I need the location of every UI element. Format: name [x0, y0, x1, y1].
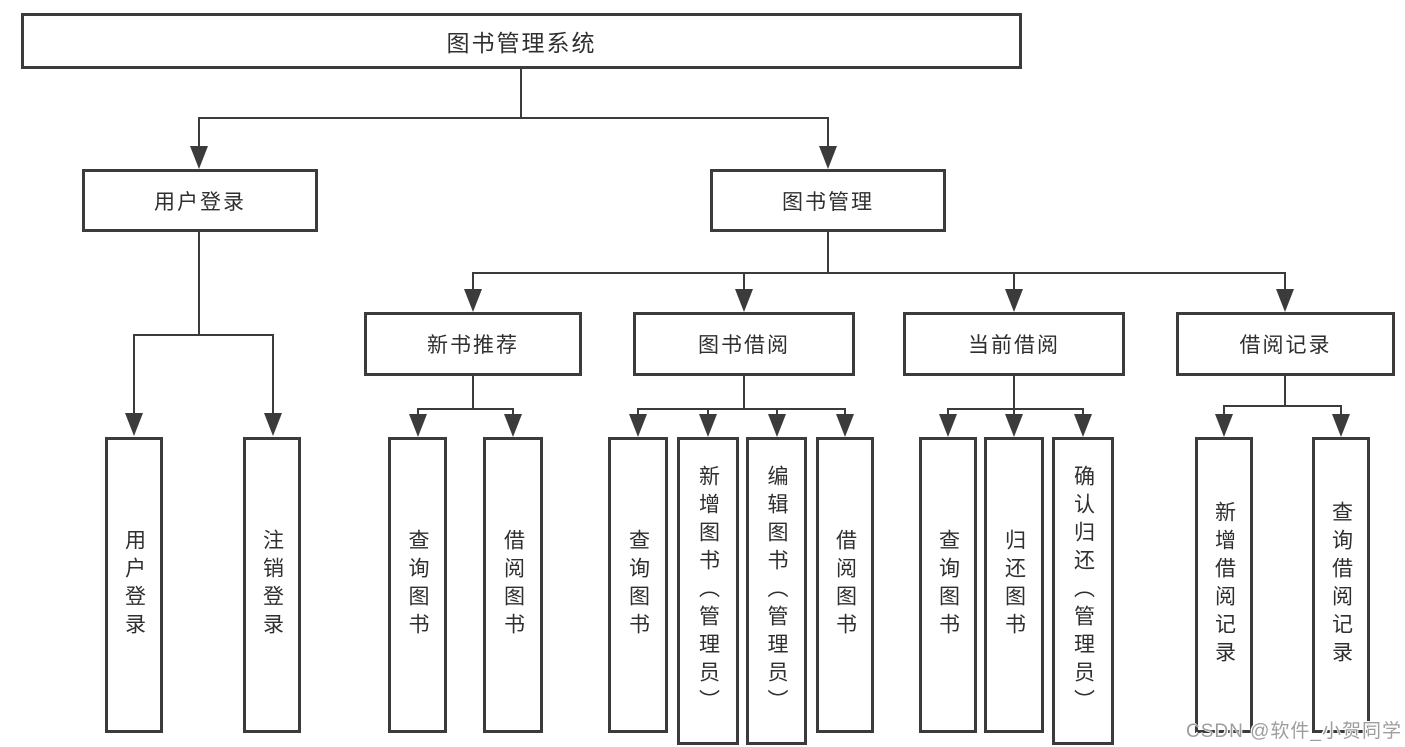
connector-rail — [1223, 405, 1341, 407]
node-leaf-query-borrow-record: 查询借阅记录 — [1312, 437, 1370, 733]
arrow-down-icon — [1074, 414, 1092, 437]
arrow-down-icon — [939, 414, 957, 437]
arrow-down-icon — [1276, 289, 1294, 312]
arrow-down-icon — [819, 146, 837, 169]
node-leaf-query-books: 查询图书 — [919, 437, 977, 733]
node-book-borrow: 图书借阅 — [633, 312, 855, 376]
arrow-down-icon — [1005, 414, 1023, 437]
arrow-down-icon — [264, 413, 282, 436]
connector-drop — [743, 272, 745, 289]
node-leaf-query-books: 查询图书 — [388, 437, 447, 733]
connector-rail — [947, 408, 1083, 410]
arrow-down-icon — [190, 146, 208, 169]
node-label: 用户登录 — [154, 190, 246, 214]
node-leaf-edit-book-admin: 编辑图书（管理员） — [746, 437, 807, 745]
connector-drop — [512, 408, 514, 415]
node-leaf-borrow-books: 借阅图书 — [483, 437, 543, 733]
node-leaf-user-login: 用户登录 — [105, 437, 163, 733]
arrow-down-icon — [1005, 289, 1023, 312]
connector-drop — [776, 408, 778, 415]
node-current-borrow: 当前借阅 — [903, 312, 1125, 376]
node-new-book-recommend: 新书推荐 — [364, 312, 582, 376]
node-user-login-group: 用户登录 — [82, 169, 318, 232]
connector-stem — [743, 376, 745, 409]
connector-drop — [844, 408, 846, 415]
connector-rail — [417, 408, 514, 410]
node-label: 图书管理 — [782, 190, 874, 214]
arrow-down-icon — [409, 414, 427, 437]
connector-drop — [637, 408, 639, 415]
node-label: 借阅记录 — [1239, 334, 1332, 357]
connector-bookmgmt-stem — [827, 232, 829, 273]
connector-drop — [1013, 272, 1015, 289]
arrow-down-icon — [735, 289, 753, 312]
node-leaf-return-books: 归还图书 — [984, 437, 1044, 733]
connector-drop-book-mgmt — [827, 117, 829, 147]
connector-bookmgmt-rail — [472, 272, 1286, 274]
connector-rail — [637, 408, 845, 410]
connector-root-stem — [520, 69, 522, 117]
arrow-down-icon — [629, 414, 647, 437]
connector-stem — [1284, 376, 1286, 406]
node-leaf-logout: 注销登录 — [243, 437, 301, 733]
arrow-down-icon — [699, 414, 717, 437]
node-borrow-records: 借阅记录 — [1176, 312, 1395, 376]
connector-root-rail — [198, 117, 829, 119]
node-label: 当前借阅 — [968, 334, 1060, 357]
connector-drop — [272, 334, 274, 414]
arrow-down-icon — [1215, 414, 1233, 437]
arrow-down-icon — [125, 413, 143, 436]
connector-userlogin-stem — [198, 232, 200, 335]
connector-stem — [472, 376, 474, 409]
arrow-down-icon — [1332, 414, 1350, 437]
node-book-management: 图书管理 — [710, 169, 946, 232]
arrow-down-icon — [504, 414, 522, 437]
connector-drop — [1013, 408, 1015, 415]
connector-drop — [417, 408, 419, 415]
connector-userlogin-rail — [133, 334, 274, 336]
node-leaf-confirm-return-admin: 确认归还（管理员） — [1052, 437, 1114, 745]
connector-drop — [1284, 272, 1286, 289]
node-root: 图书管理系统 — [21, 13, 1022, 69]
connector-drop — [1340, 405, 1342, 415]
arrow-down-icon — [768, 414, 786, 437]
connector-drop — [947, 408, 949, 415]
connector-drop — [1082, 408, 1084, 415]
node-label: 图书借阅 — [698, 334, 790, 357]
arrow-down-icon — [836, 414, 854, 437]
connector-drop — [133, 334, 135, 414]
node-leaf-add-borrow-record: 新增借阅记录 — [1195, 437, 1253, 733]
node-leaf-add-book-admin: 新增图书（管理员） — [677, 437, 739, 745]
node-label: 新书推荐 — [427, 334, 519, 357]
arrow-down-icon — [464, 289, 482, 312]
watermark: CSDN @软件_小贺同学 — [1186, 721, 1402, 742]
connector-drop — [707, 408, 709, 415]
connector-drop — [472, 272, 474, 289]
node-leaf-query-books: 查询图书 — [608, 437, 668, 733]
connector-drop — [1223, 405, 1225, 415]
connector-stem — [1013, 376, 1015, 409]
node-root-label: 图书管理系统 — [446, 30, 597, 56]
node-leaf-borrow-books: 借阅图书 — [816, 437, 874, 733]
connector-drop-user-login — [198, 117, 200, 147]
